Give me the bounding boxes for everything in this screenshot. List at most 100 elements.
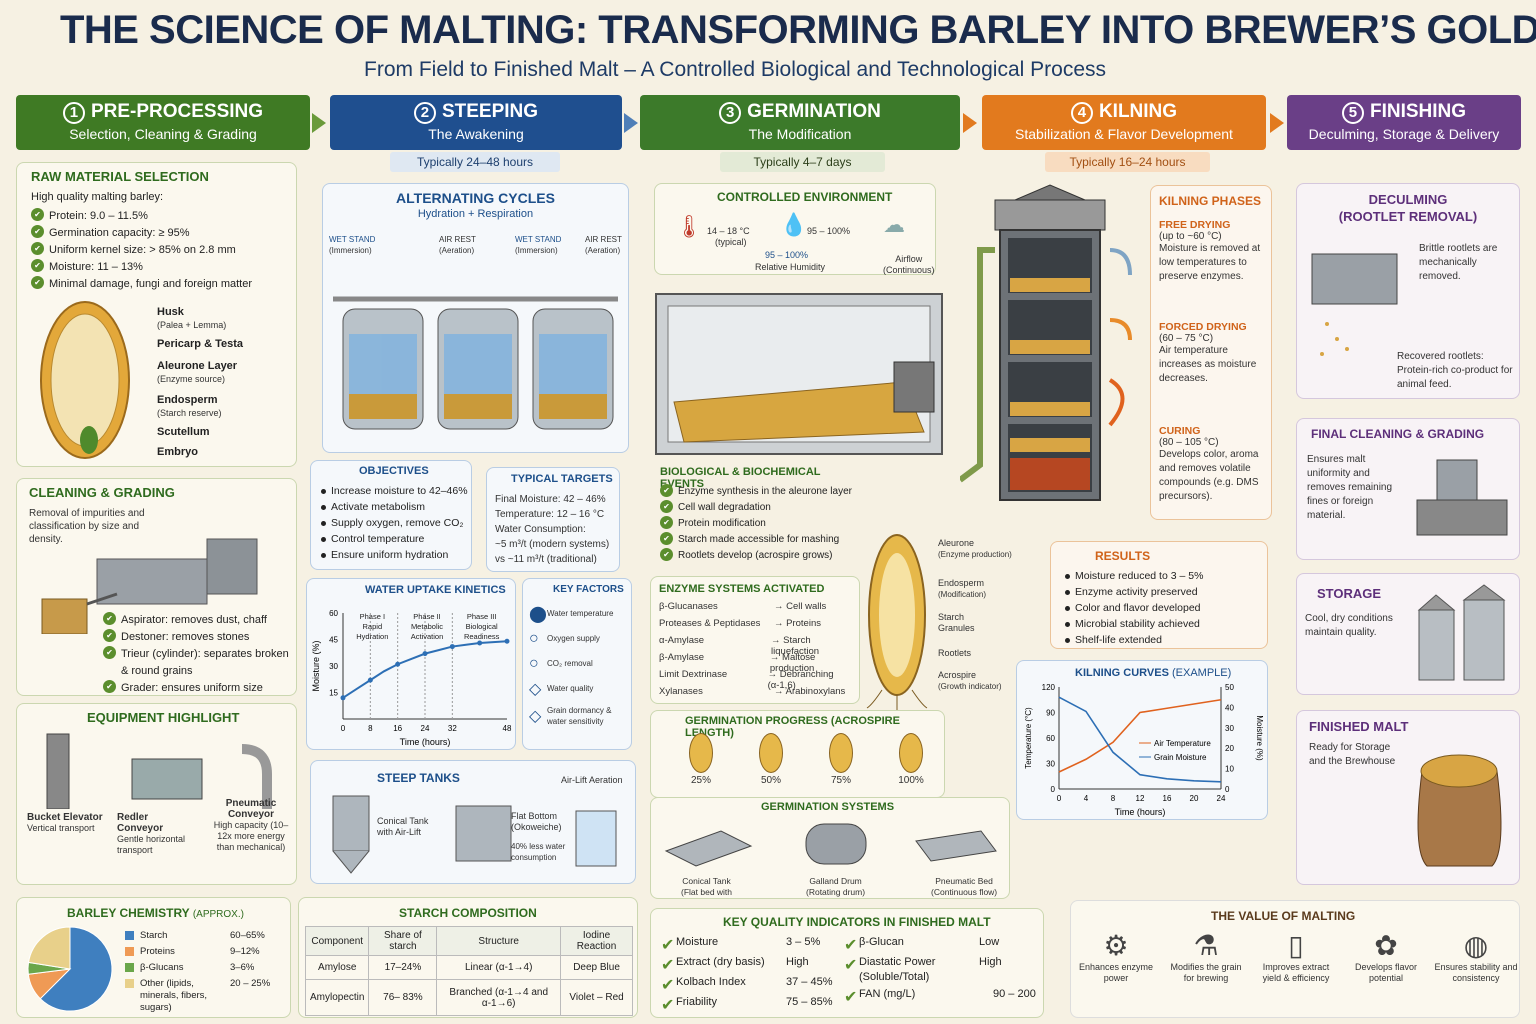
- grading-machine-icon: [1416, 459, 1508, 536]
- tanks-aer: Air-Lift Aeration: [561, 775, 623, 785]
- phase-label: Biological: [466, 622, 498, 631]
- finished-malt-panel: FINISHED MALT Ready for Storage and the …: [1296, 710, 1520, 885]
- data-point: [395, 661, 401, 667]
- finalclean-desc: Ensures malt uniformity and removes rema…: [1307, 454, 1393, 521]
- results-title: RESULTS: [1095, 549, 1151, 563]
- raw-material-title: RAW MATERIAL SELECTION: [31, 169, 209, 184]
- x-tick-label: 16: [393, 724, 402, 733]
- steep-tanks-illustration: [333, 296, 618, 430]
- chemistry-title: BARLEY CHEMISTRY (APPROX.): [67, 906, 244, 920]
- value-title: THE VALUE OF MALTING: [1211, 909, 1356, 923]
- y2-tick-label: 40: [1225, 703, 1234, 712]
- x-tick-label: 48: [503, 724, 512, 733]
- grain-icon: [759, 733, 783, 773]
- kilning-phases-panel: KILNING PHASES FREE DRYING(up to ~60 °C)…: [1150, 185, 1272, 520]
- list-item: Moisture: 11 – 13%: [31, 259, 252, 276]
- x-tick-label: 0: [1057, 794, 1062, 803]
- raw-intro: High quality malting barley:: [31, 191, 164, 203]
- deculming-sub: (ROOTLET REMOVAL): [1338, 209, 1478, 224]
- deculming-panel: DECULMING (ROOTLET REMOVAL) Brittle root…: [1296, 183, 1520, 399]
- x-tick-label: 8: [1111, 794, 1116, 803]
- series-line-moisture: [1058, 696, 1222, 783]
- x-axis-label: Time (hours): [1115, 807, 1166, 817]
- malt-sack-icon: [1417, 754, 1502, 867]
- env-humidity: 95 – 100%: [807, 226, 851, 236]
- equipment-icons: [46, 733, 272, 809]
- storage-panel: STORAGE Cool, dry conditions maintain qu…: [1296, 573, 1520, 695]
- arrow-icon: [1270, 113, 1284, 133]
- legend-label: Air Temperature: [1154, 739, 1211, 748]
- kphase-curing: CURING(80 – 105 °C)Develops color, aroma…: [1159, 425, 1259, 503]
- bio-events-panel: BIOLOGICAL & BIOCHEMICAL EVENTS Enzyme s…: [654, 462, 854, 572]
- thermometer-icon: 🌡: [675, 214, 703, 239]
- env-humidity-2: 95 – 100%: [765, 250, 809, 260]
- finalclean-title: FINAL CLEANING & GRADING: [1311, 427, 1485, 441]
- arrow-icon: [312, 113, 326, 133]
- cleaning-list: Aspirator: removes dust, chaff Destoner:…: [103, 612, 295, 697]
- list-item: Microbial stability achieved: [1063, 616, 1203, 632]
- data-point: [504, 638, 510, 644]
- page-subtitle: From Field to Finished Malt – A Controll…: [364, 58, 1106, 81]
- kphase-forced: FORCED DRYING(60 – 75 °C)Air temperature…: [1159, 321, 1257, 385]
- airflow-icon: ☁: [883, 212, 905, 237]
- kphases-title: KILNING PHASES: [1159, 194, 1262, 208]
- list-item: Protein modification: [660, 516, 865, 532]
- germination-bed-illustration: [655, 293, 943, 455]
- gsys-conical: Conical Tank(Flat bed with: [681, 876, 733, 897]
- x-tick-label: 24: [1217, 794, 1226, 803]
- y2-tick-label: 10: [1225, 765, 1234, 774]
- list-item: Moisture reduced to 3 – 5%: [1063, 568, 1203, 584]
- list-item: Enzyme synthesis in the aleurone layer: [660, 484, 865, 500]
- arrow-icon: [624, 113, 638, 133]
- env-humidity-note: Relative Humidity: [755, 262, 826, 272]
- gsys-drum: Galland Drum(Rotating drum): [806, 876, 866, 897]
- list-item: Trieur (cylinder): separates broken & ro…: [103, 646, 295, 680]
- factors-list: ⬤Water temperature ○Oxygen supply ○CO₂ r…: [529, 605, 614, 727]
- key-factors-panel: KEY FACTORS ⬤Water temperature ○Oxygen s…: [522, 578, 632, 750]
- list-item: Starch made accessible for mashing: [660, 532, 865, 548]
- cycle-step: AIR REST(Aeration): [439, 235, 476, 255]
- y-tick-label: 60: [1046, 734, 1055, 743]
- steeping-duration: Typically 24–48 hours: [390, 152, 560, 172]
- gsystems-title: GERMINATION SYSTEMS: [761, 801, 895, 813]
- kiln-tower-illustration: [960, 184, 1132, 501]
- y-tick-label: 30: [1046, 760, 1055, 769]
- list-item: Shelf-life extended: [1063, 632, 1203, 648]
- list-item: Grader: ensures uniform size: [103, 680, 295, 697]
- arrow-icon: [963, 113, 977, 133]
- deculming-text-b: Recovered rootlets: Protein-rich co-prod…: [1397, 351, 1513, 390]
- tank-flat: Flat Bottom (Okoweiche): [511, 811, 562, 832]
- steep-tanks-panel: STEEP TANKS Air-Lift Aeration Conical Ta…: [310, 760, 636, 884]
- deculming-machine-icon: [1311, 253, 1398, 356]
- value-of-malting-panel: THE VALUE OF MALTING ⚙Enhances enzyme po…: [1070, 900, 1520, 1018]
- bottle-icon: ▯: [1288, 930, 1304, 961]
- objectives-title: OBJECTIVES: [359, 465, 429, 477]
- final-cleaning-panel: FINAL CLEANING & GRADING Ensures malt un…: [1296, 418, 1520, 560]
- flower-icon: ✿: [1374, 930, 1398, 961]
- x-tick-label: 8: [368, 724, 373, 733]
- alternating-cycles-panel: ALTERNATING CYCLES Hydration + Respirati…: [322, 183, 629, 453]
- results-list: Moisture reduced to 3 – 5% Enzyme activi…: [1063, 568, 1203, 648]
- x-tick-label: 24: [421, 724, 430, 733]
- enzymes-panel: ENZYME SYSTEMS ACTIVATED β-Glucanases→ C…: [650, 576, 860, 704]
- environment-title: CONTROLLED ENVIRONMENT: [717, 190, 893, 204]
- env-airflow: Airflow(Continuous): [883, 254, 935, 275]
- phase-label: Readiness: [464, 632, 500, 641]
- finished-title: FINISHED MALT: [1309, 719, 1409, 734]
- y-axis-label: Temperature (°C): [1024, 707, 1033, 769]
- progress-steps: 25% 50% 75% 100%: [681, 733, 931, 786]
- y2-tick-label: 20: [1225, 744, 1234, 753]
- quality-indicators-panel: KEY QUALITY INDICATORS IN FINISHED MALT …: [650, 908, 1044, 1018]
- chemistry-pie-chart: [27, 926, 113, 1012]
- silo-icon: [1417, 584, 1506, 681]
